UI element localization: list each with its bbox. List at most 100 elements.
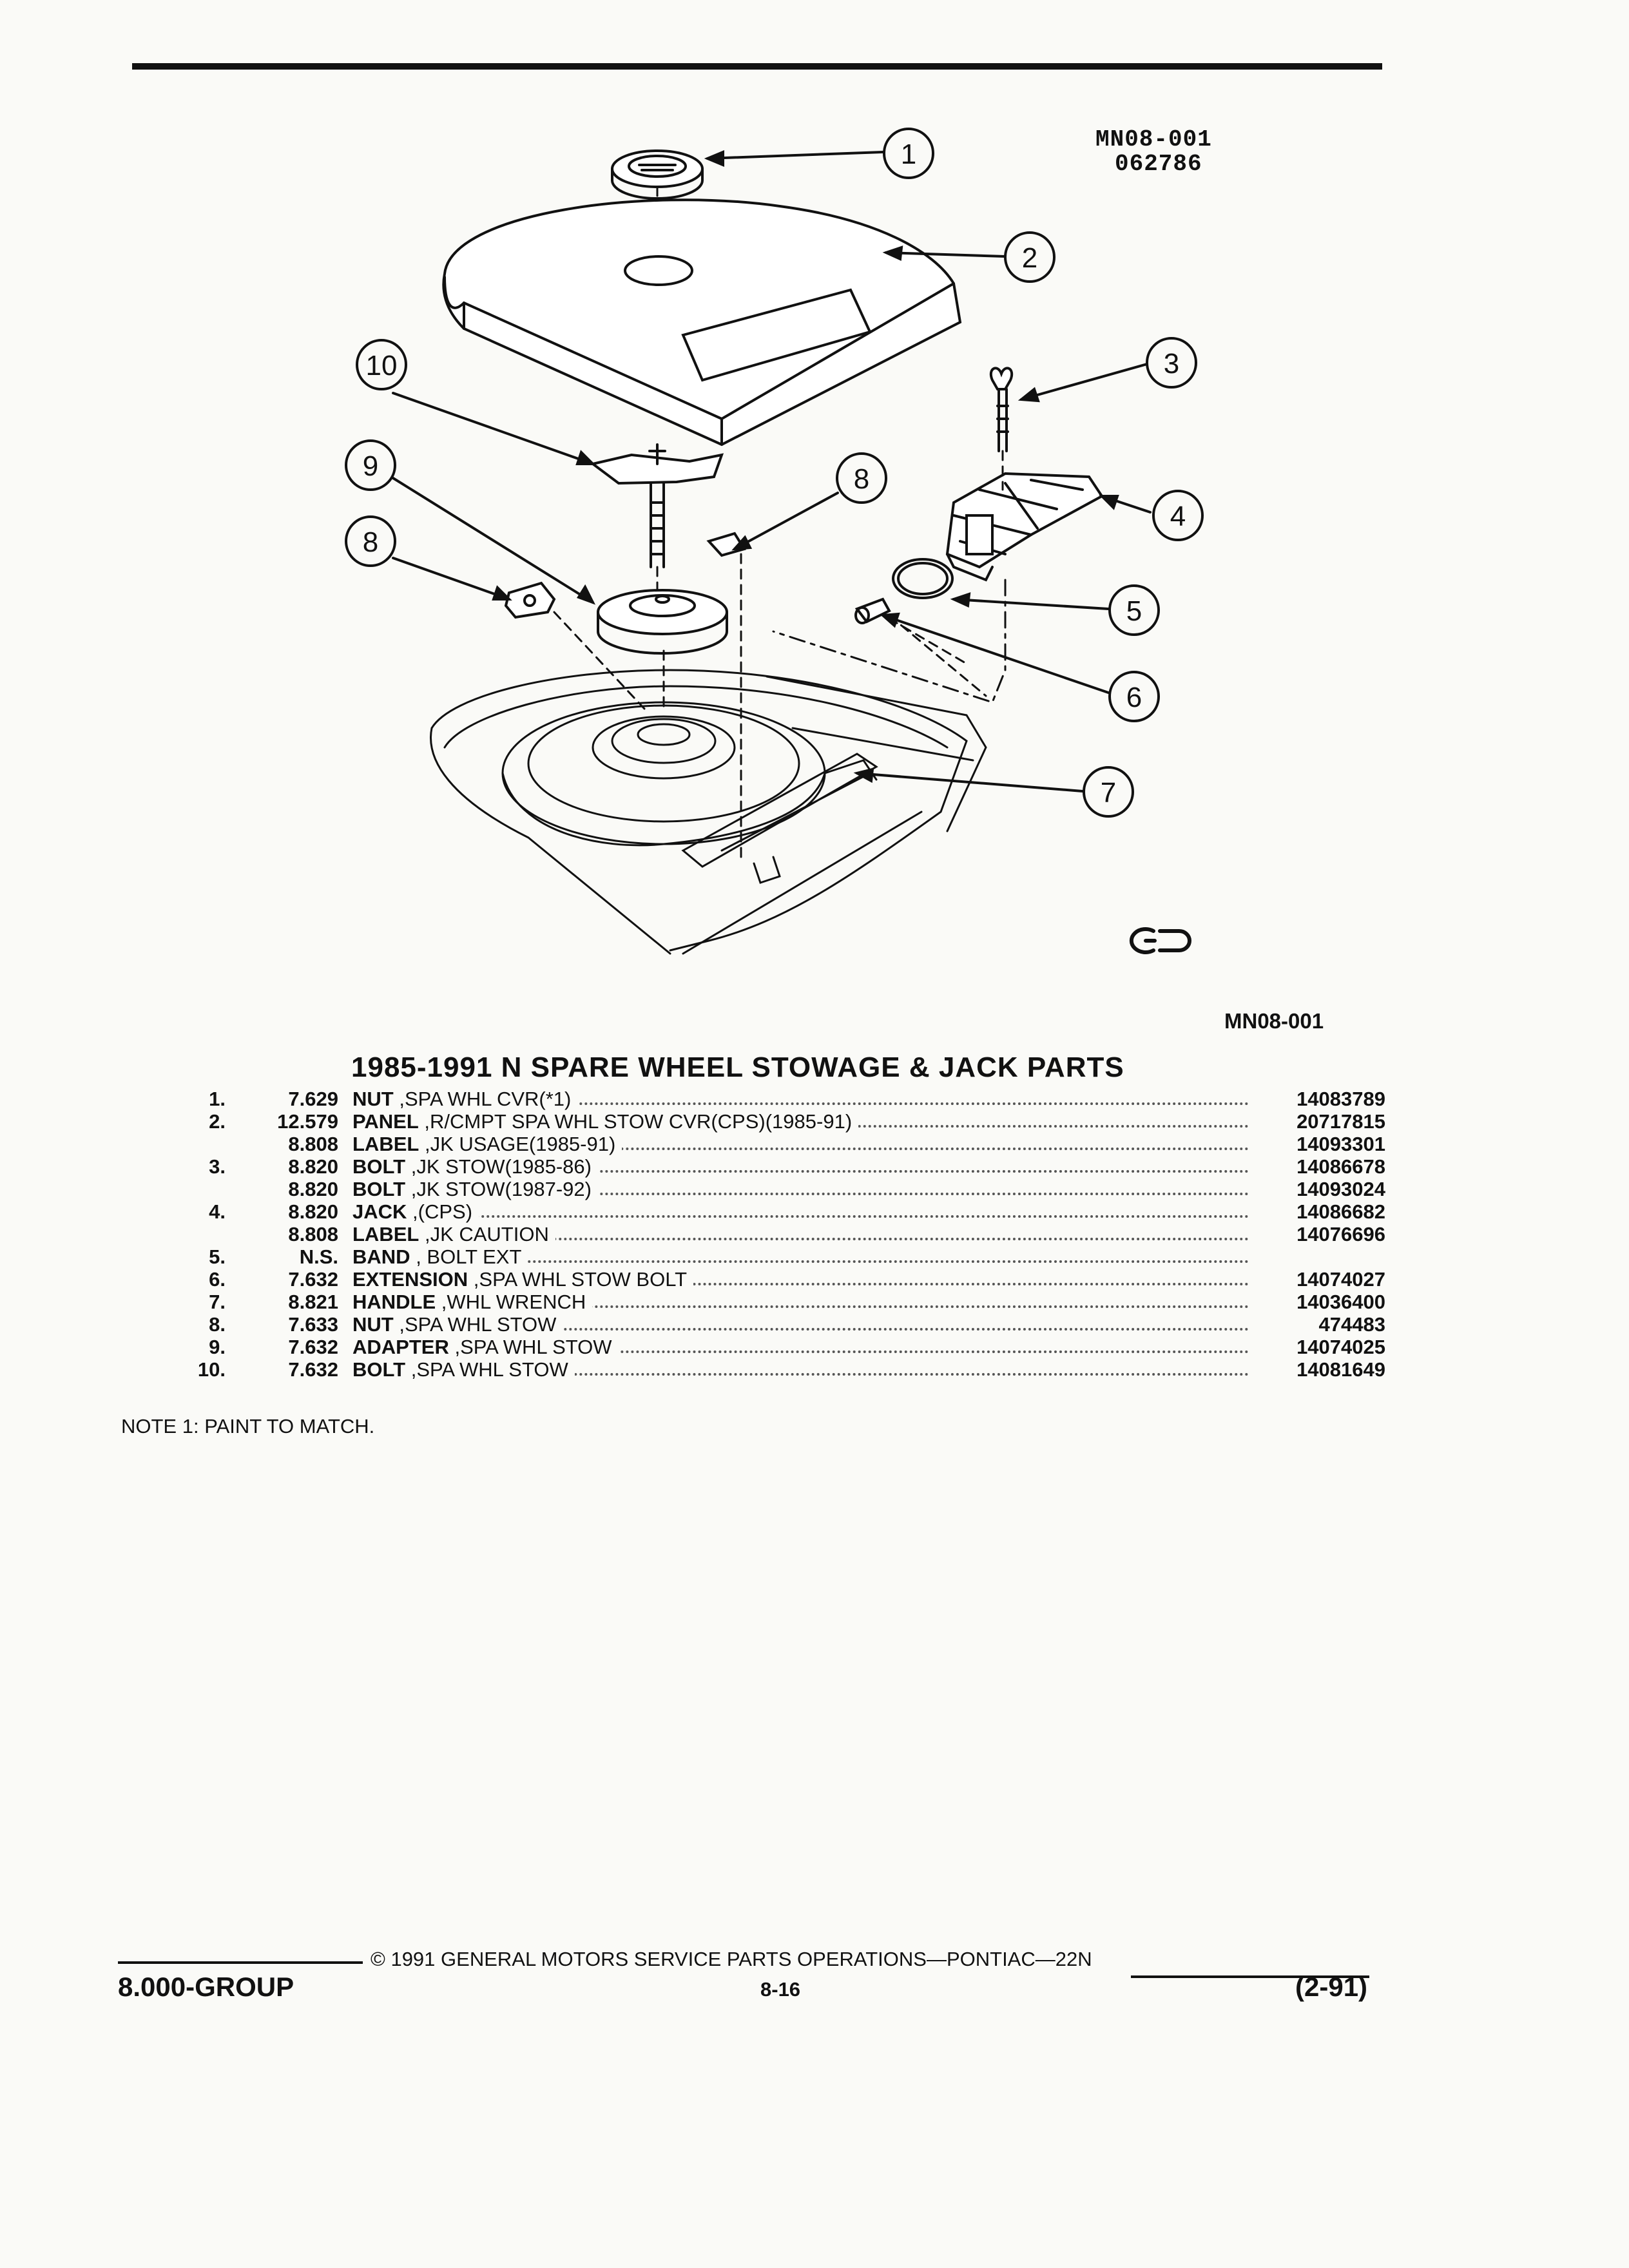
part-number: 14093024 — [1296, 1178, 1385, 1200]
item-number: 4. — [209, 1200, 226, 1223]
callout-label-1: 1 — [901, 139, 916, 170]
footer-group: 8.000-GROUP — [118, 1972, 294, 2002]
table-row: 8.820 BOLT ,JK STOW(1987-92) 14093024 — [187, 1178, 1385, 1200]
part-description: BOLT ,JK STOW(1985-86) — [352, 1155, 1257, 1178]
item-number: 10. — [197, 1358, 226, 1381]
callout-label-8b: 8 — [363, 526, 378, 558]
group-number: 7.632 — [288, 1268, 338, 1291]
part-spec: , BOLT EXT — [416, 1245, 522, 1268]
adapter-part — [597, 589, 728, 655]
callout-8a — [836, 452, 887, 504]
item-number: 9. — [209, 1336, 226, 1358]
part-spec: ,SPA WHL STOW BOLT — [473, 1268, 688, 1291]
callout-8b — [345, 515, 396, 567]
wheel-bolt-part — [590, 443, 724, 568]
item-number: 6. — [209, 1268, 226, 1291]
footer-rule-left — [118, 1961, 363, 1964]
group-number: 8.820 — [288, 1155, 338, 1178]
part-number: 14083789 — [1296, 1088, 1385, 1110]
leader-lines — [392, 150, 1152, 793]
footer-date: (2-91) — [1295, 1972, 1368, 2002]
part-number: 14074027 — [1296, 1268, 1385, 1291]
callout-3 — [1146, 337, 1197, 389]
callout-9 — [345, 439, 396, 491]
item-number: 7. — [209, 1291, 226, 1313]
part-name: HANDLE — [352, 1291, 436, 1313]
part-spec: ,JK STOW(1985-86) — [410, 1155, 592, 1178]
table-row: 3. 8.820 BOLT ,JK STOW(1985-86) 14086678 — [187, 1155, 1385, 1178]
part-description: HANDLE ,WHL WRENCH — [352, 1291, 1257, 1313]
part-description: EXTENSION ,SPA WHL STOW BOLT — [352, 1268, 1257, 1291]
part-name: LABEL — [352, 1133, 419, 1155]
group-number: 8.821 — [288, 1291, 338, 1313]
part-spec: ,WHL WRENCH — [441, 1291, 586, 1313]
item-number: 1. — [209, 1088, 226, 1110]
item-number: 3. — [209, 1155, 226, 1178]
part-name: BOLT — [352, 1155, 406, 1178]
item-number: 2. — [209, 1110, 226, 1133]
callout-5 — [1108, 584, 1160, 636]
callout-label-7: 7 — [1101, 777, 1116, 809]
figure-code: MN08-001 — [1095, 126, 1212, 153]
part-spec: ,SPA WHL STOW — [454, 1336, 612, 1358]
extension-part — [854, 597, 891, 624]
nut-left-part — [504, 581, 556, 619]
part-number: 14036400 — [1296, 1291, 1385, 1313]
page-title: 1985-1991 N SPARE WHEEL STOWAGE & JACK P… — [351, 1052, 1124, 1083]
part-description: BOLT ,SPA WHL STOW — [352, 1358, 1257, 1381]
part-description: ADAPTER ,SPA WHL STOW — [352, 1336, 1257, 1358]
group-number: 8.808 — [288, 1223, 338, 1245]
callout-1 — [883, 128, 934, 179]
part-spec: ,JK STOW(1987-92) — [410, 1178, 592, 1200]
item-number: 5. — [209, 1245, 226, 1268]
figure-subcode: 062786 — [1115, 151, 1202, 177]
callout-label-10: 10 — [366, 350, 398, 381]
callout-2 — [1004, 231, 1055, 283]
group-number: 8.820 — [288, 1178, 338, 1200]
part-name: JACK — [352, 1200, 407, 1223]
gm-logo — [1129, 927, 1191, 954]
cover-nut-part — [611, 149, 704, 200]
part-name: PANEL — [352, 1110, 419, 1133]
exploded-parts-diagram: 1 2 3 4 5 6 7 8 8 9 10 — [345, 128, 1204, 955]
item-number — [187, 1133, 226, 1155]
part-spec: ,R/CMPT SPA WHL STOW CVR(CPS)(1985-91) — [424, 1110, 853, 1133]
part-name: BOLT — [352, 1178, 406, 1200]
part-number: 14076696 — [1296, 1223, 1385, 1245]
callout-label-9: 9 — [363, 450, 378, 482]
part-number: 14086678 — [1296, 1155, 1385, 1178]
footer-copyright: © 1991 GENERAL MOTORS SERVICE PARTS OPER… — [371, 1948, 1092, 1970]
part-number: 14081649 — [1296, 1358, 1385, 1381]
part-number: 14074025 — [1296, 1336, 1385, 1358]
group-number: 7.632 — [288, 1358, 338, 1381]
table-row: 7. 8.821 HANDLE ,WHL WRENCH 14036400 — [187, 1291, 1385, 1313]
part-number — [1257, 1245, 1385, 1268]
part-number: 14086682 — [1296, 1200, 1385, 1223]
cover-panel-part — [442, 198, 962, 447]
callout-label-8a: 8 — [854, 463, 869, 495]
part-description: BOLT ,JK STOW(1987-92) — [352, 1178, 1257, 1200]
page-number: 8-16 — [760, 1978, 801, 2001]
part-spec: ,JK USAGE(1985-91) — [424, 1133, 616, 1155]
part-description: BAND , BOLT EXT — [352, 1245, 1257, 1268]
group-number: 7.632 — [288, 1336, 338, 1358]
jack-bolt-part — [989, 367, 1014, 452]
callout-label-5: 5 — [1126, 595, 1142, 627]
callout-label-3: 3 — [1164, 348, 1179, 380]
figure-ref-code: MN08-001 — [1224, 1009, 1324, 1033]
item-number — [187, 1178, 226, 1200]
part-name: NUT — [352, 1088, 394, 1110]
callout-label-2: 2 — [1022, 242, 1037, 274]
group-number: 7.633 — [288, 1313, 338, 1336]
part-number: 14093301 — [1296, 1133, 1385, 1155]
table-row: 5.N.S.BAND , BOLT EXT — [187, 1245, 1385, 1268]
callout-label-6: 6 — [1126, 682, 1142, 713]
part-description: PANEL ,R/CMPT SPA WHL STOW CVR(CPS)(1985… — [352, 1110, 1257, 1133]
part-spec: ,SPA WHL STOW — [399, 1313, 557, 1336]
jack-part — [945, 472, 1104, 582]
part-description: NUT ,SPA WHL CVR(*1) — [352, 1088, 1257, 1110]
note: NOTE 1: PAINT TO MATCH. — [121, 1415, 375, 1437]
